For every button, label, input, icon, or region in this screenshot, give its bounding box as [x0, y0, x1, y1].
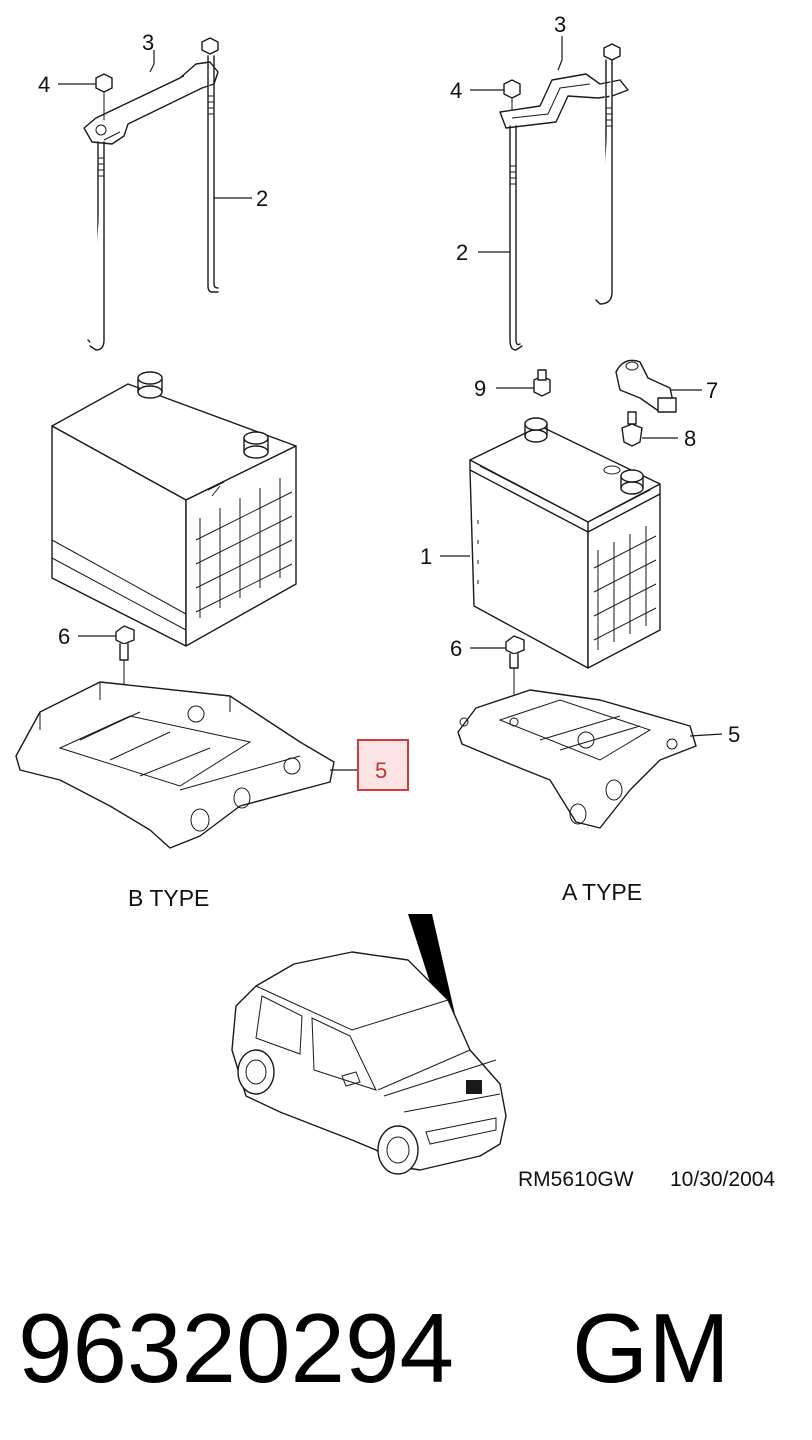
- b-nut-part: [95, 73, 113, 120]
- callout-a-bolt9: 9: [474, 376, 486, 401]
- b-bolt-part: [115, 625, 135, 754]
- a-tray-part: [457, 689, 697, 829]
- a-bracket-part: [499, 73, 629, 129]
- b-bracket-part: [83, 61, 219, 145]
- callout-b-bracket: 3: [142, 30, 154, 55]
- a-battery-part: [469, 417, 661, 669]
- callout-b-tray[interactable]: 5: [375, 758, 387, 783]
- callout-b-rod: 2: [256, 186, 268, 211]
- car-illustration: [231, 914, 507, 1175]
- a-nut-part: [503, 79, 521, 110]
- callout-a-bolt8: 8: [684, 426, 696, 451]
- a-clamp-part: [615, 359, 677, 413]
- callout-a-clamp: 7: [706, 378, 718, 403]
- callout-a-rod: 2: [456, 240, 468, 265]
- callout-a-nut: 4: [450, 78, 462, 103]
- callout-b-bolt: 6: [58, 624, 70, 649]
- callout-a-tray: 5: [728, 722, 740, 747]
- b-rod-part: [87, 55, 219, 351]
- callout-a-bracket: 3: [554, 12, 566, 37]
- caption-a-type: A TYPE: [562, 879, 642, 905]
- brand-name: GM: [572, 1293, 730, 1403]
- callout-b-nut: 4: [38, 72, 50, 97]
- a-bolt8-part: [621, 411, 643, 447]
- b-tray-part: [15, 681, 335, 849]
- b-type-assembly: [15, 37, 358, 849]
- a-bolt-part: [505, 635, 525, 706]
- b-battery-part: [51, 371, 297, 647]
- caption-b-type: B TYPE: [128, 885, 209, 911]
- a-bolt9-part: [533, 369, 551, 397]
- callout-a-bolt: 6: [450, 636, 462, 661]
- part-number: 96320294: [18, 1293, 454, 1403]
- reference-date: 10/30/2004: [670, 1168, 775, 1191]
- callout-a-battery: 1: [420, 544, 432, 569]
- highlight-box: [357, 739, 409, 791]
- a-type-assembly: [440, 36, 723, 829]
- a-rod-part: [509, 59, 613, 351]
- reference-code: RM5610GW: [518, 1168, 634, 1191]
